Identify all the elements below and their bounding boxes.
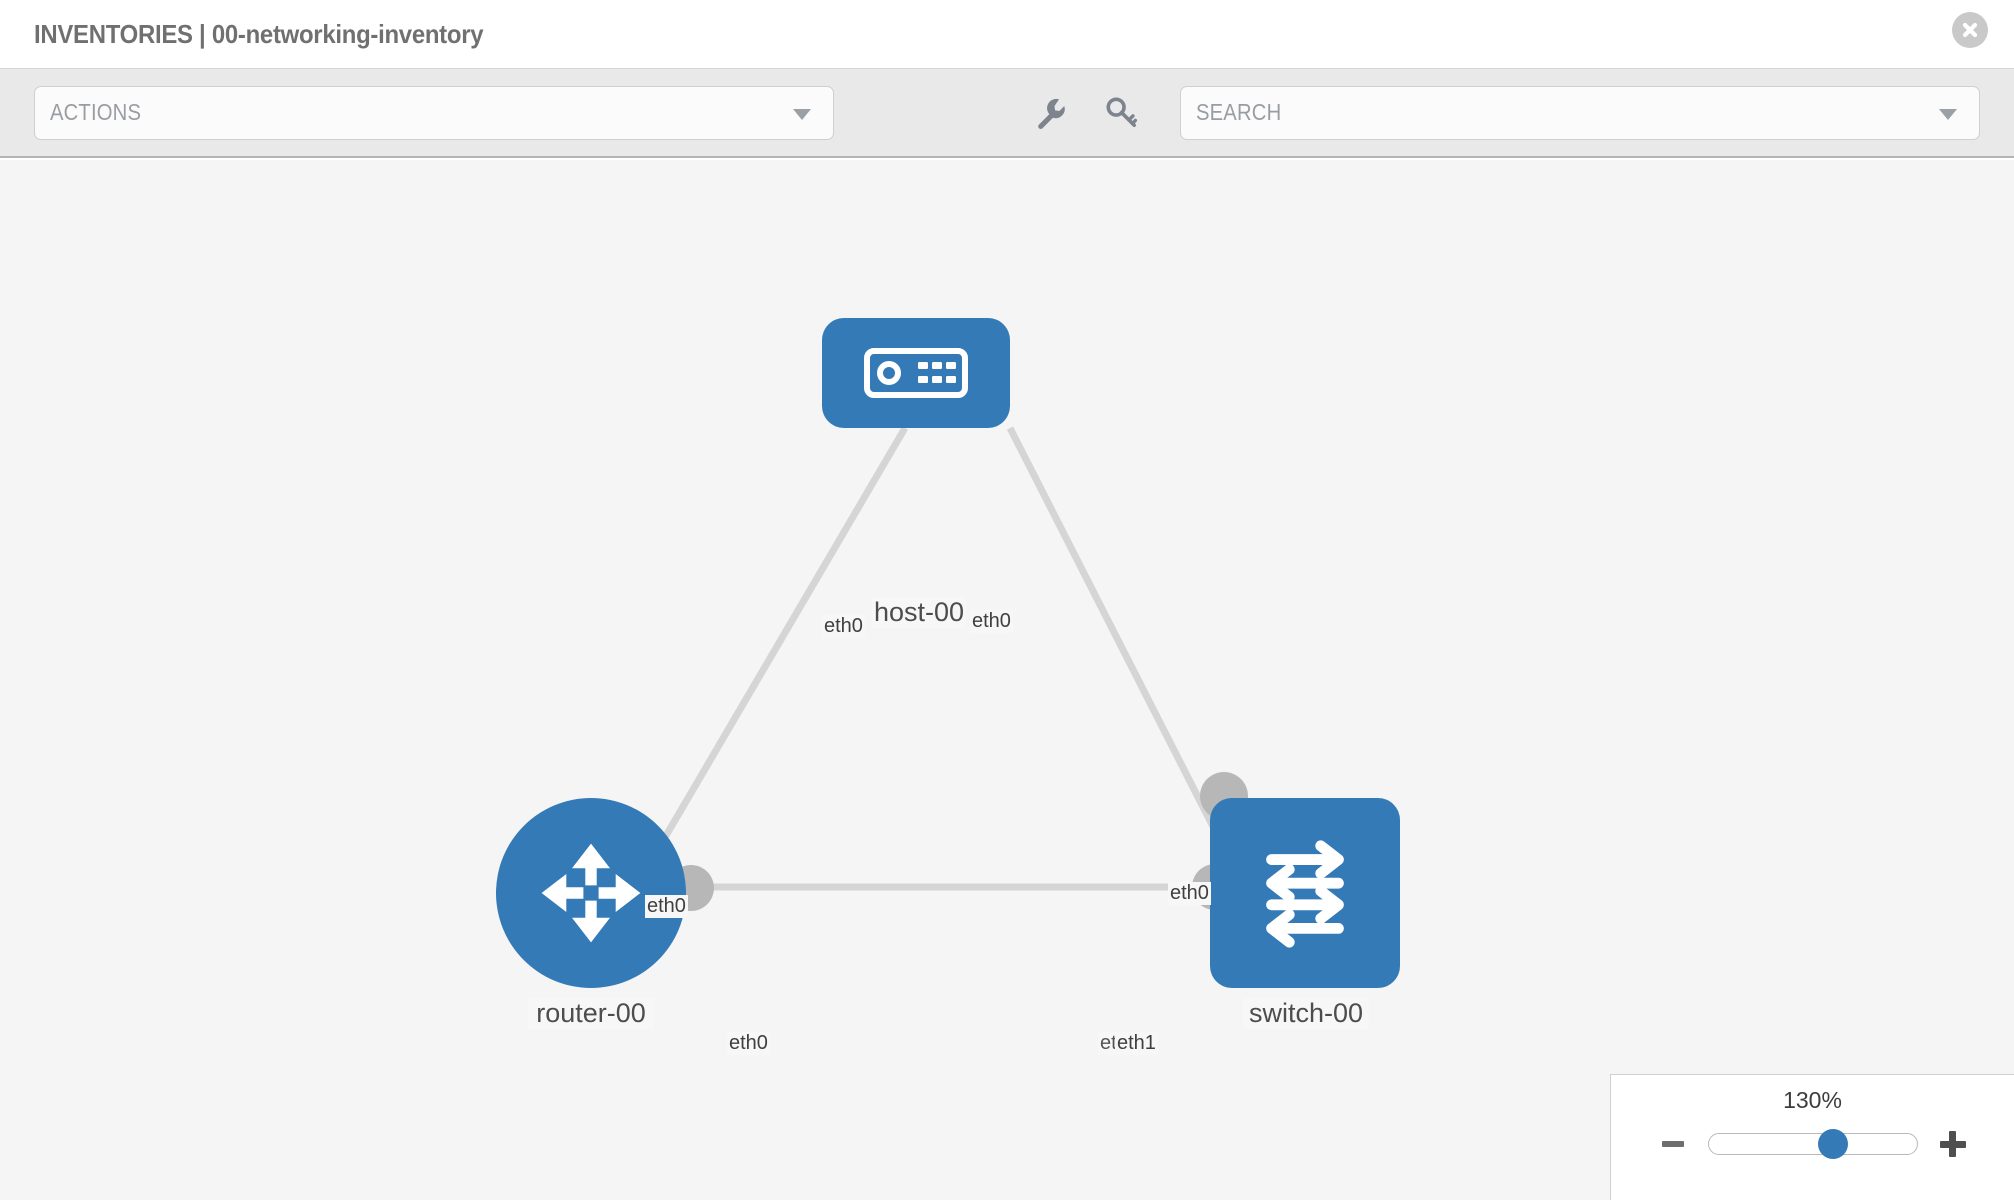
toolbar: ACTIONS SEARCH [0, 68, 2014, 158]
router-arrows-icon [541, 843, 641, 943]
actions-dropdown-label: ACTIONS [49, 99, 142, 125]
toolbar-icon-group [1030, 93, 1142, 133]
zoom-slider[interactable] [1707, 1129, 1918, 1159]
page-header: INVENTORIES | 00-networking-inventory [0, 0, 2014, 68]
zoom-out-button[interactable] [1656, 1127, 1690, 1161]
zoom-controls [1611, 1127, 2014, 1161]
topology-links [636, 426, 1234, 891]
key-icon[interactable] [1102, 93, 1142, 133]
topology-node-switch-00[interactable] [1210, 798, 1400, 988]
close-icon[interactable] [1952, 12, 1988, 48]
chevron-down-icon [1939, 108, 1957, 120]
search-placeholder: SEARCH [1195, 99, 1282, 125]
server-appliance-icon [864, 348, 968, 398]
wrench-icon[interactable] [1030, 93, 1070, 133]
actions-dropdown[interactable]: ACTIONS [34, 85, 834, 140]
switch-arrows-icon [1266, 840, 1344, 948]
topology-canvas[interactable]: host-00 eth0 eth0 router-00 eth0 eth0 [0, 160, 2014, 1200]
topology-node-host-00[interactable] [822, 318, 1010, 428]
zoom-control-panel: 130% [1610, 1074, 2014, 1200]
zoom-level-label: 130% [1783, 1087, 1842, 1113]
zoom-slider-thumb[interactable] [1818, 1129, 1849, 1159]
page-title: INVENTORIES | 00-networking-inventory [34, 18, 484, 49]
search-input[interactable]: SEARCH [1180, 85, 1980, 140]
zoom-in-button[interactable] [1936, 1127, 1970, 1161]
chevron-down-icon [793, 108, 811, 120]
topology-node-router-00[interactable] [496, 798, 686, 988]
